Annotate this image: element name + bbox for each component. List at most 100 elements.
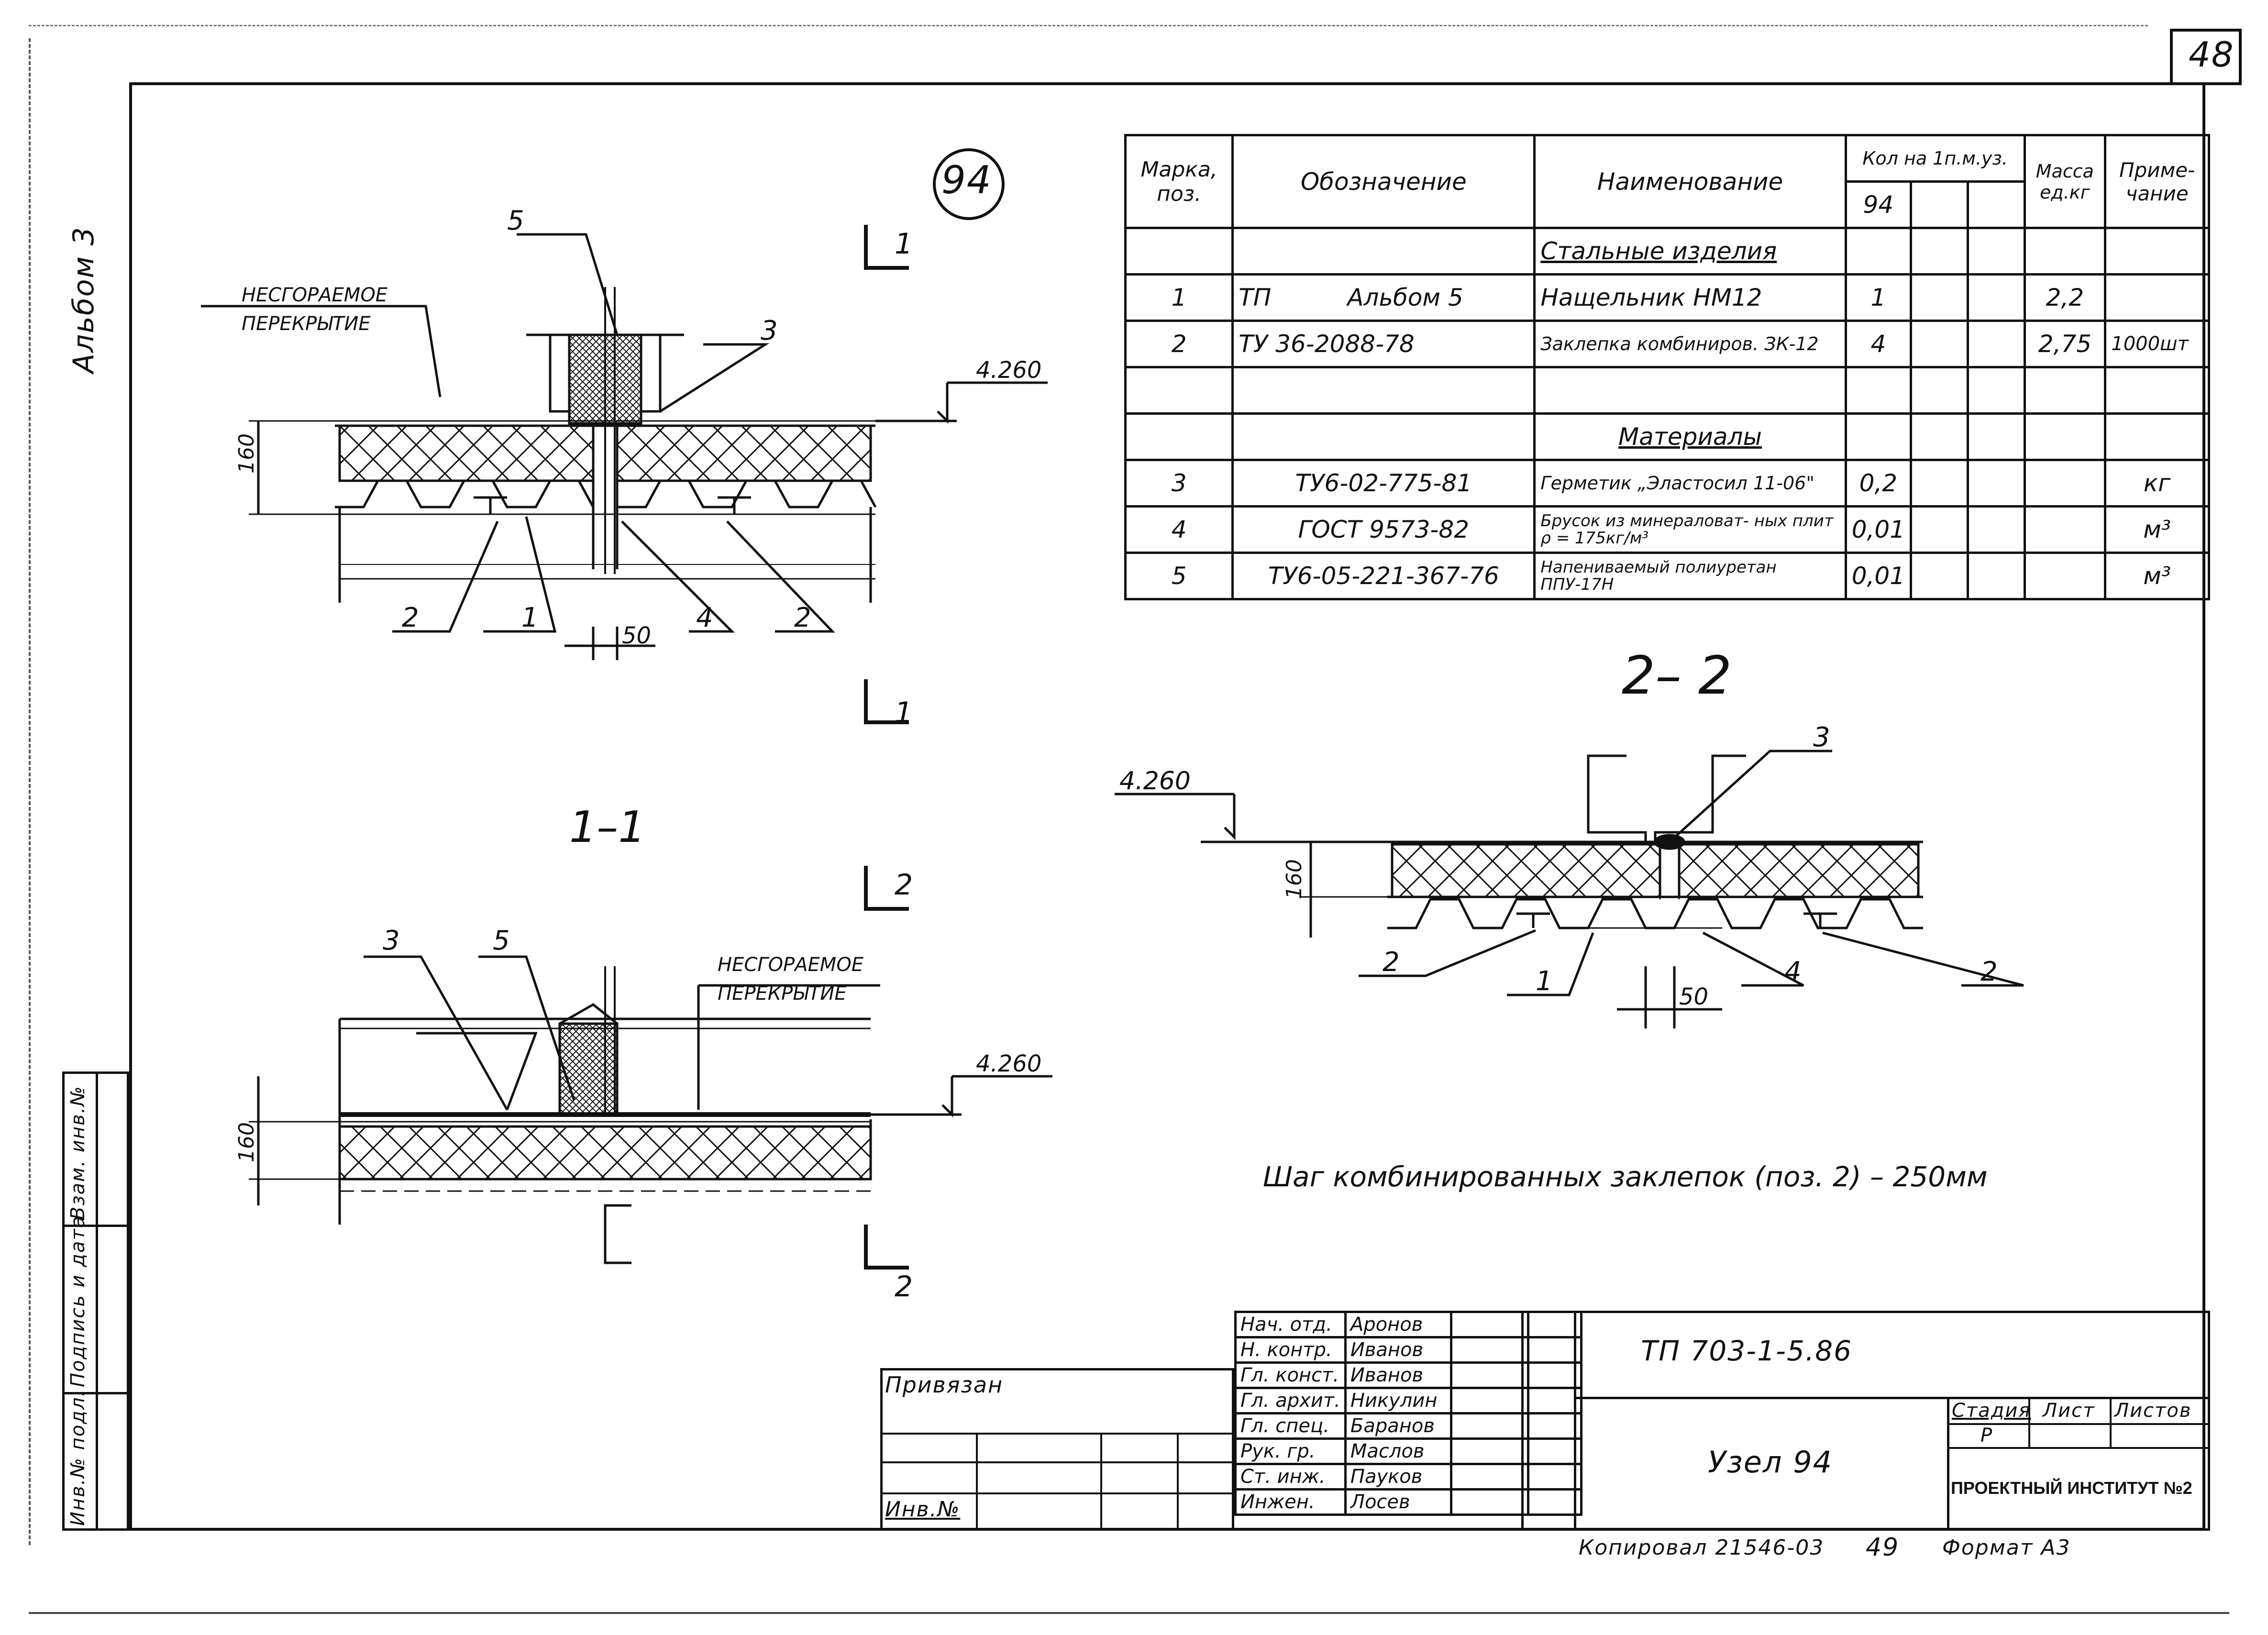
signature-name: Лосев — [1344, 1488, 1452, 1516]
spec-cell-name: Стальные изделия — [1533, 227, 1847, 276]
signature-mark — [1449, 1437, 1529, 1465]
spec-cell-mass — [2023, 366, 2107, 415]
left-margin-line — [29, 38, 31, 1545]
spec-cell-name: Напениваемый полиуретан ППУ-17Н — [1533, 552, 1847, 600]
s11-sealant — [558, 1022, 619, 1116]
inv-no-label: Инв.№ — [885, 1497, 961, 1522]
s22-label-pos3: 3 — [1813, 722, 1830, 753]
spec-header-mass: Масса ед.кг — [2023, 134, 2107, 229]
spec-cell-mass: 2,75 — [2023, 320, 2107, 368]
spec-cell-mass — [2023, 459, 2107, 508]
privyazan-label: Привязан — [885, 1372, 1004, 1398]
sheets-header: Листов — [2114, 1400, 2192, 1422]
spec-table: Марка, поз. Обозначение Наименование Кол… — [1124, 134, 2210, 600]
s22-deck — [1387, 898, 1923, 929]
signature-mark — [1449, 1412, 1529, 1440]
spec-cell-designation: ТП Альбом 5 — [1231, 273, 1536, 322]
s11-noncombust-1: НЕСГОРАЕМОЕ — [718, 954, 864, 976]
spec-cell-designation — [1231, 227, 1536, 276]
signature-name: Иванов — [1344, 1361, 1452, 1389]
plan-cut-top: 1 — [895, 227, 913, 261]
spec-cell-mark: 1 — [1124, 273, 1234, 322]
s11-noncombust-2: ПЕРЕКРЫТИЕ — [718, 983, 847, 1005]
spec-header-note: Приме- чание — [2104, 134, 2210, 229]
privyazan-box — [880, 1368, 1234, 1531]
plan-noncombust-2: ПЕРЕКРЫТИЕ — [242, 313, 371, 335]
plan-insulation-left — [338, 424, 595, 482]
spec-cell-qty: 0,2 — [1844, 459, 1913, 508]
privyazan-grid-v1 — [976, 1433, 978, 1531]
spec-cell-designation: ТУ6-02-775-81 — [1231, 459, 1536, 508]
signature-date — [1527, 1361, 1582, 1389]
spec-cell-note: 1000шт — [2104, 320, 2210, 368]
s11-insulation — [338, 1125, 872, 1181]
section-1-1 — [249, 866, 1052, 1270]
title-stage-h1 — [1947, 1423, 2210, 1425]
signature-name: Баранов — [1344, 1412, 1452, 1440]
spec-header-row: Марка, поз. Обозначение Наименование Кол… — [1124, 134, 2210, 229]
section-2-2 — [1115, 750, 2024, 1028]
signature-row: Гл. архит.Никулин — [1234, 1387, 1582, 1414]
signature-role: Н. контр. — [1234, 1336, 1347, 1364]
spec-cell-name: Заклепка комбиниров. ЗК-12 — [1533, 320, 1847, 368]
signature-name: Иванов — [1344, 1336, 1452, 1364]
side-stamp-vertical — [96, 1072, 98, 1531]
s22-insulation-left — [1391, 843, 1661, 898]
spec-row: 1 ТП Альбом 5 Нащельник НМ12 1 2,2 — [1124, 273, 2210, 322]
signature-role: Рук. гр. — [1234, 1437, 1347, 1465]
plan-label-pos3: 3 — [761, 315, 778, 346]
signature-date — [1527, 1336, 1582, 1364]
title-stage-vertical — [1947, 1397, 1949, 1531]
signature-mark — [1449, 1387, 1529, 1414]
spec-header-qty-blank-2 — [1966, 180, 2026, 229]
s11-dim-160: 160 — [234, 1122, 259, 1162]
plan-label-pos2-left: 2 — [402, 602, 419, 633]
spec-cell-designation: ТУ6-05-221-367-76 — [1231, 552, 1536, 600]
spec-cell-mass — [2023, 412, 2107, 461]
institute-name: ПРОЕКТНЫЙ ИНСТИТУТ №2 — [1951, 1478, 2192, 1498]
signature-role: Нач. отд. — [1234, 1311, 1347, 1338]
node-title: Узел 94 — [1708, 1445, 1833, 1480]
signature-role: Гл. спец. — [1234, 1412, 1347, 1440]
signature-role: Гл. конст. — [1234, 1361, 1347, 1389]
signature-row: Ст. инж.Пауков — [1234, 1463, 1582, 1491]
spec-row: 2 ТУ 36-2088-78 Заклепка комбиниров. ЗК-… — [1124, 320, 2210, 368]
spec-cell-qty — [1844, 412, 1913, 461]
signature-name: Пауков — [1344, 1463, 1452, 1491]
plan-view — [201, 225, 1048, 724]
spec-cell-mark — [1124, 227, 1234, 276]
title-extra-col — [1521, 1311, 1524, 1531]
spec-cell-name: Материалы — [1533, 412, 1847, 461]
signature-date — [1527, 1387, 1582, 1414]
top-margin-line — [29, 25, 2148, 26]
spec-row: 5 ТУ6-05-221-367-76 Напениваемый полиуре… — [1124, 552, 2210, 600]
signature-mark — [1449, 1488, 1529, 1516]
s22-label-pos2-right: 2 — [1980, 956, 1998, 987]
spec-cell-note: кг — [2104, 459, 2210, 508]
spec-row: 3 ТУ6-02-775-81 Герметик „Эластосил 11-0… — [1124, 459, 2210, 508]
title-main-divider — [1574, 1397, 2210, 1399]
stage-header: Стадия — [1952, 1400, 2031, 1422]
signature-row: Гл. конст.Иванов — [1234, 1361, 1582, 1389]
plan-cut-bottom: 1 — [895, 696, 913, 729]
signature-row: Н. контр.Иванов — [1234, 1336, 1582, 1364]
s22-label-pos4: 4 — [1784, 956, 1802, 987]
spec-row: Стальные изделия — [1124, 227, 2210, 276]
signature-row: Гл. спец.Баранов — [1234, 1412, 1582, 1440]
plan-noncombust-1: НЕСГОРАЕМОЕ — [242, 284, 388, 306]
spec-cell-note — [2104, 366, 2210, 415]
sheet-header: Лист — [2043, 1400, 2095, 1422]
spec-cell-name: Брусок из минераловат- ных плит ρ = 175к… — [1533, 505, 1847, 554]
plan-label-pos2-right: 2 — [794, 602, 811, 633]
s11-label-pos3: 3 — [383, 925, 400, 956]
spec-cell-qty: 4 — [1844, 320, 1913, 368]
spec-header-qty-blank-1 — [1910, 180, 1969, 229]
footer-sheet-num: 49 — [1866, 1533, 1900, 1562]
title-main-box — [1574, 1311, 2210, 1531]
plan-insulation-right — [616, 424, 872, 482]
signature-mark — [1449, 1463, 1529, 1491]
spec-cell-name: Нащельник НМ12 — [1533, 273, 1847, 322]
spec-cell-designation: ГОСТ 9573-82 — [1231, 505, 1536, 554]
signature-row: Инжен.Лосев — [1234, 1488, 1582, 1516]
footer-format: Формат А3 — [1942, 1536, 2071, 1560]
